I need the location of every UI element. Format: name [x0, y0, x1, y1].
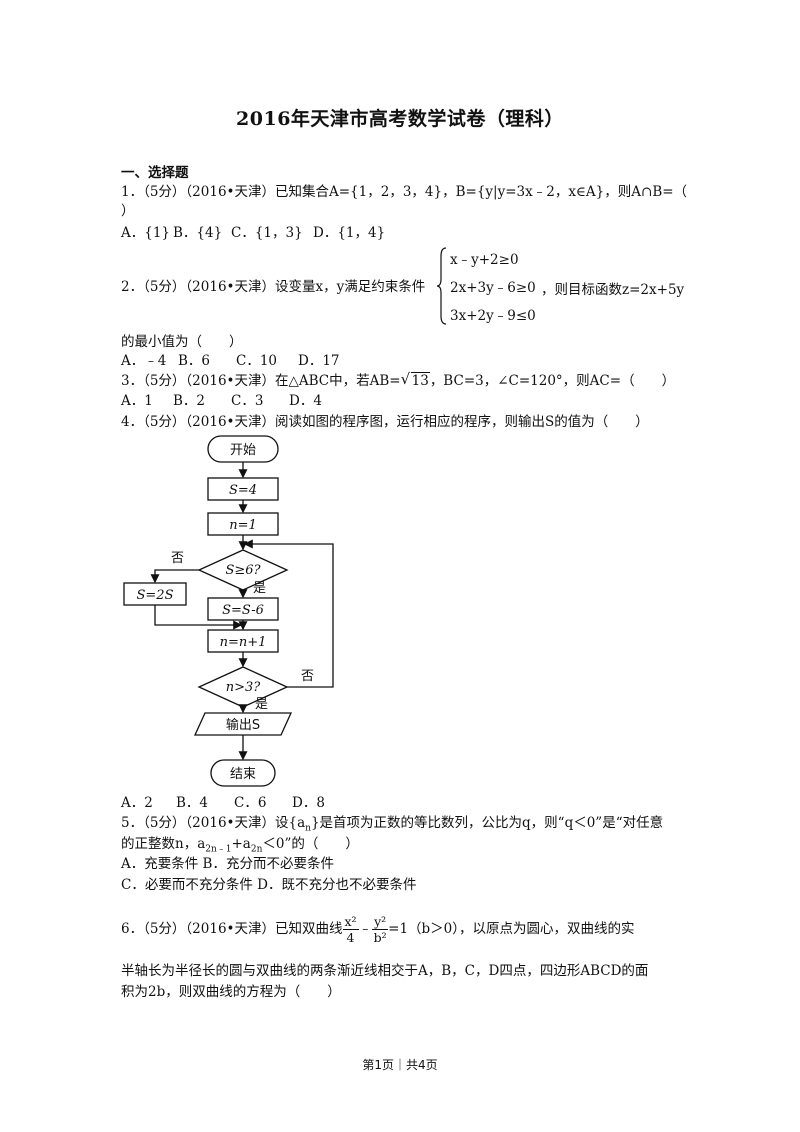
q2-constraint-system: x﹣y+2≥0 2x+3y﹣6≥0 3x+2y﹣9≤0 [436, 246, 556, 326]
q3-option-a[interactable]: A．1 [121, 393, 153, 409]
q3-stem: 3．（5分）（2016•天津）在△ABC中，若AB=√13，BC=3，∠C=12… [121, 370, 676, 390]
flow-s-init-label: S=4 [229, 483, 257, 498]
q2-options: A．﹣4 B．6 C．10 D．17 [121, 352, 340, 370]
flow-no1-label: 否 [171, 551, 184, 566]
flow-no2-label: 否 [301, 669, 314, 684]
q3-radicand: 13 [410, 372, 430, 389]
q1-option-a[interactable]: A．{1} [121, 225, 171, 241]
q4-option-d[interactable]: D．8 [292, 795, 325, 811]
radical-sign-icon: √ [400, 370, 411, 388]
q5-stem: 5．（5分）（2016•天津）设{an}是首项为正数的等比数列，公比为q，则“q… [121, 814, 663, 838]
left-brace-icon [436, 247, 447, 325]
q2-condition-3: 3x+2y﹣9≤0 [450, 308, 536, 324]
q1-option-c[interactable]: C．{1，3} [231, 225, 303, 241]
flow-yes1-label: 是 [253, 581, 266, 596]
flow-incr-label: n=n+1 [220, 635, 267, 650]
q3-stem-post: ，BC=3，∠C=120°，则AC=（ ） [429, 373, 676, 389]
q5-option-b[interactable]: B．充分而不必要条件 [202, 856, 334, 872]
q3-options: A．1 B．2 C．3 D．4 [121, 392, 322, 410]
q2-stem: 2．（5分）（2016•天津）设变量x，y满足约束条件 [121, 279, 426, 295]
q3-stem-pre: 3．（5分）（2016•天津）在△ABC中，若AB= [121, 373, 401, 389]
q6-frac2-numerator: y² [372, 914, 389, 930]
page-title: 2016年天津市高考数学试卷（理科） [236, 108, 564, 130]
q4-option-c[interactable]: C．6 [234, 795, 267, 811]
page-footer: 第1页｜共4页 [362, 1058, 438, 1072]
section-heading: 一、选择题 [121, 165, 189, 181]
q3-option-d[interactable]: D．4 [289, 393, 322, 409]
flow-output-label: 输出S [226, 717, 260, 733]
q6-stem-line3: 积为2b，则双曲线的方程为（ ） [121, 984, 341, 1000]
flow-n-init-label: n=1 [229, 518, 257, 533]
q5-subscript: 2n [250, 844, 263, 855]
flow-end-label: 结束 [230, 767, 256, 782]
q1-stem: 1．（5分）（2016•天津）已知集合A={1，2，3，4}，B={y|y=3x… [121, 184, 688, 200]
flow-cond1-label: S≥6? [225, 563, 261, 578]
q5-subscript: 2n﹣1 [205, 844, 232, 855]
q6-frac1-numerator: x² [342, 914, 359, 930]
q5-stem-part: }是首项为正数的等比数列，公比为q，则“q＜0”是“对任意 [310, 815, 664, 831]
q5-option-c[interactable]: C．必要而不充分条件 [121, 877, 253, 893]
q6-frac1-denominator: 4 [346, 930, 355, 945]
flow-double-label: S=2S [137, 588, 174, 603]
flow-end-node [210, 759, 276, 787]
q6-stem-part: 6．（5分）（2016•天津）已知双曲线 [121, 921, 343, 937]
q4-stem: 4．（5分）（2016•天津）阅读如图的程序图，运行相应的程序，则输出S的值为（… [121, 414, 649, 430]
flow-cond2-label: n>3? [226, 680, 262, 695]
q6-stem-part: =1（b＞0），以原点为圆心，双曲线的实 [388, 921, 635, 937]
q4-options: A．2 B．4 C．6 D．8 [121, 794, 325, 812]
q2-option-c[interactable]: C．10 [236, 353, 278, 369]
q5-option-d[interactable]: D．既不充分也不必要条件 [257, 877, 417, 893]
flow-output-node [193, 712, 293, 736]
q1-option-b[interactable]: B．{4} [173, 225, 223, 241]
q4-option-a[interactable]: A．2 [121, 795, 153, 811]
q5-options-row2: C．必要而不充分条件 D．既不充分也不必要条件 [121, 876, 416, 894]
q2-stem-end: 的最小值为（ ） [121, 334, 243, 350]
q1-options: A．{1}B．{4} C．{1，3} D．{1，4} [121, 224, 385, 242]
q4-option-b[interactable]: B．4 [176, 795, 209, 811]
flow-yes2-label: 是 [255, 697, 268, 712]
q2-option-d[interactable]: D．17 [298, 353, 340, 369]
q1-stem-end: ） [121, 203, 135, 219]
q3-sqrt: √13 [400, 370, 430, 390]
q5-subscript: n [305, 823, 311, 834]
q1-option-d[interactable]: D．{1，4} [313, 225, 386, 241]
q3-option-c[interactable]: C．3 [231, 393, 264, 409]
q2-condition-2: 2x+3y﹣6≥0 [450, 280, 536, 296]
q6-minus: ﹣ [358, 921, 373, 937]
q2-stem-tail: ，则目标函数z=2x+5y [541, 282, 685, 298]
q5-stem-part: ＜0”的（ ） [262, 836, 359, 852]
q2-condition-1: x﹣y+2≥0 [450, 252, 519, 268]
q6-stem-line2: 半轴长为半径长的圆与双曲线的两条渐近线相交于A，B，C，D四点，四边形ABCD的… [121, 963, 649, 979]
q5-stem-part: 5．（5分）（2016•天津）设{a [121, 815, 306, 831]
q4-flowchart: 开始 S=4 n=1 S≥6? 是 否 S=2S S=S-6 n=n+1 n>3… [123, 435, 334, 787]
q5-option-a[interactable]: A．充要条件 [121, 856, 199, 872]
q2-option-a[interactable]: A．﹣4 [121, 353, 167, 369]
q5-stem-part: 的正整数n，a [121, 836, 206, 852]
q5-options-row1: A．充要条件 B．充分而不必要条件 [121, 855, 334, 873]
q5-stem-line2: 的正整数n，a2n﹣1+a2n＜0”的（ ） [121, 835, 359, 859]
q3-option-b[interactable]: B．2 [173, 393, 206, 409]
q2-option-b[interactable]: B．6 [178, 353, 211, 369]
flow-minus-label: S=S-6 [222, 603, 264, 618]
q6-frac2-denominator: b² [373, 930, 387, 945]
flow-start-label: 开始 [230, 443, 256, 458]
q5-stem-part: +a [231, 836, 251, 852]
